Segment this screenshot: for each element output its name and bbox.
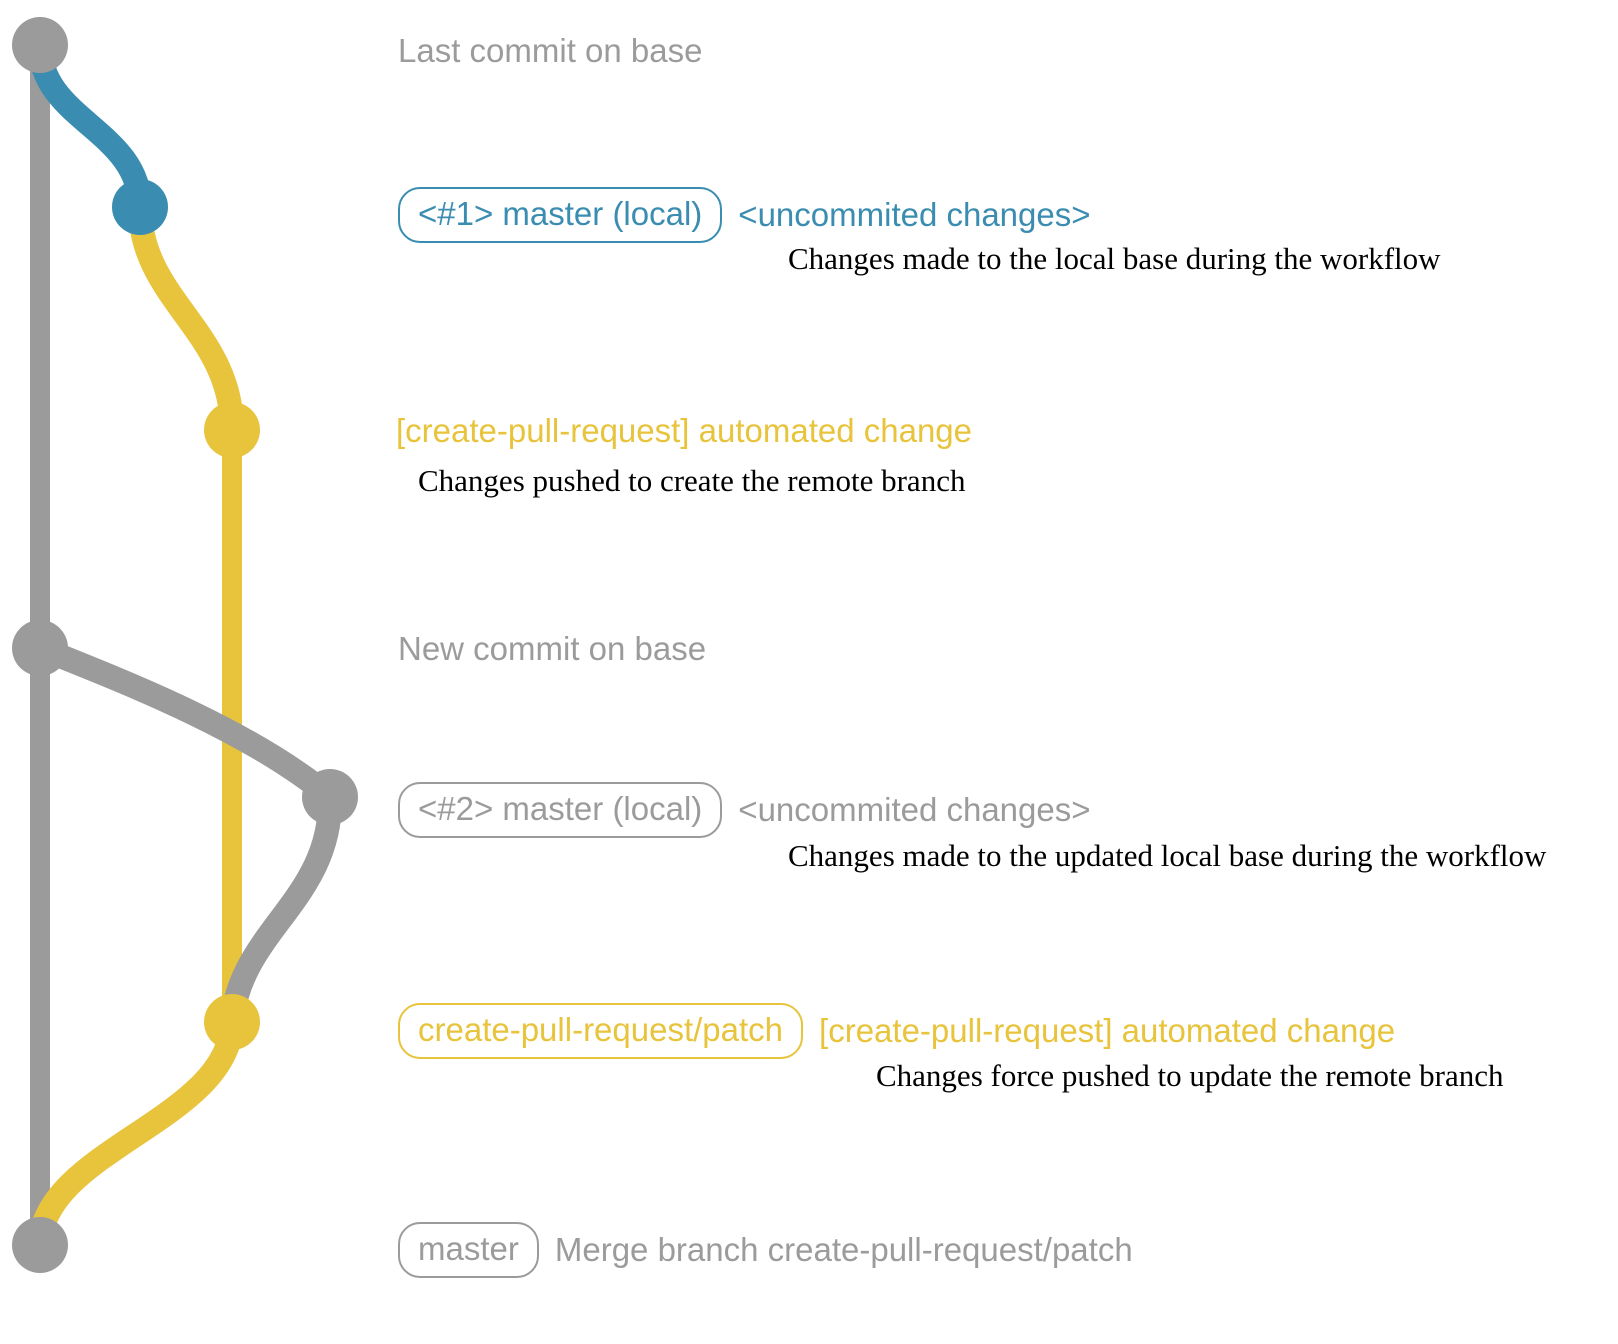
row-last-commit-on-base: Last commit on base: [398, 31, 702, 71]
ref-pill-master-local-2[interactable]: <#2> master (local): [398, 782, 723, 838]
commit-subject-patch-2: [create-pull-request] automated change: [819, 1012, 1396, 1049]
row-new-commit-on-base: New commit on base: [398, 629, 706, 669]
commit-node-patch-1[interactable]: [204, 402, 260, 458]
row-local-1: <#1> master (local) <uncommited changes>: [398, 187, 1091, 243]
row-patch-2: create-pull-request/patch [create-pull-r…: [398, 1003, 1395, 1059]
commit-subject-local-1: <uncommited changes>: [738, 196, 1091, 233]
edge-patch2-to-merge: [28, 1010, 244, 1257]
commit-node-local-2[interactable]: [302, 769, 358, 825]
commit-node-patch-2[interactable]: [204, 994, 260, 1050]
commit-node-merge[interactable]: [12, 1217, 68, 1273]
ref-pill-master[interactable]: master: [398, 1222, 539, 1278]
ref-pill-master-local-1[interactable]: <#1> master (local): [398, 187, 723, 243]
commit-node-local-1[interactable]: [112, 179, 168, 235]
edge-local2-to-patch2: [220, 785, 343, 1034]
note-patch-1: Changes pushed to create the remote bran…: [418, 463, 966, 498]
edge-local1-to-patch1: [128, 195, 244, 442]
ref-pill-create-pull-request-patch[interactable]: create-pull-request/patch: [398, 1003, 804, 1059]
commit-subject-patch-1: [create-pull-request] automated change: [396, 412, 973, 449]
note-local-2: Changes made to the updated local base d…: [788, 838, 1547, 873]
edge-base2-to-local2: [28, 636, 342, 809]
row-local-2: <#2> master (local) <uncommited changes>: [398, 782, 1091, 838]
commit-node-base-2[interactable]: [12, 620, 68, 676]
row-patch-1: [create-pull-request] automated change: [396, 411, 972, 451]
note-patch-2: Changes force pushed to update the remot…: [876, 1058, 1504, 1093]
note-local-1: Changes made to the local base during th…: [788, 241, 1441, 276]
commit-node-base-1[interactable]: [12, 17, 68, 73]
commit-subject-merge: Merge branch create-pull-request/patch: [554, 1231, 1133, 1268]
row-merge: master Merge branch create-pull-request/…: [398, 1222, 1133, 1278]
commit-subject-new-commit-on-base: New commit on base: [398, 630, 707, 667]
commit-subject-local-2: <uncommited changes>: [738, 791, 1091, 828]
commit-subject-last-commit-on-base: Last commit on base: [398, 32, 703, 69]
